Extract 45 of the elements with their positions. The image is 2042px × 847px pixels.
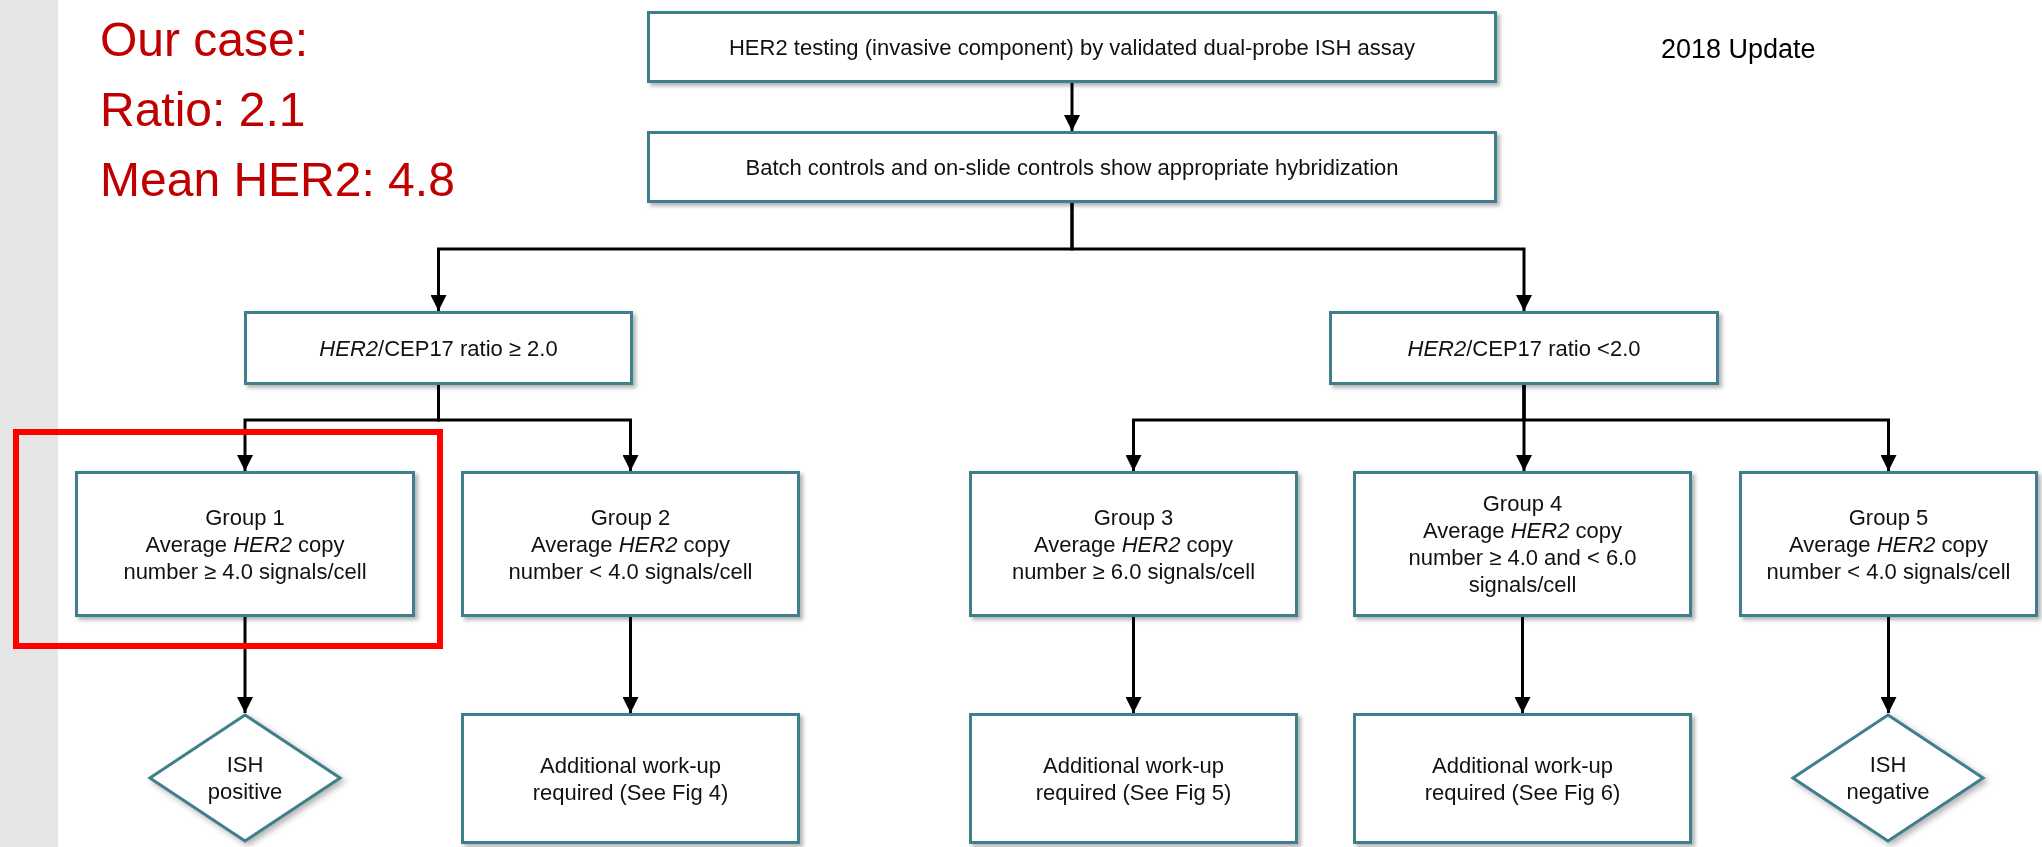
case-note: Mean HER2: 4.8 bbox=[100, 152, 455, 208]
box-text: Group 5 bbox=[1848, 503, 1929, 531]
case-note: Our case: bbox=[100, 12, 309, 68]
process-box bbox=[647, 11, 1497, 83]
box-text: Group 1 bbox=[205, 503, 285, 531]
case-note: Ratio: 2.1 bbox=[100, 82, 306, 138]
arrow bbox=[1064, 83, 1080, 131]
arrow bbox=[1070, 203, 1532, 311]
process-box bbox=[461, 713, 800, 844]
process-box bbox=[461, 471, 800, 617]
arrow bbox=[237, 617, 253, 713]
process-box bbox=[1329, 311, 1719, 385]
process-box bbox=[969, 713, 1298, 844]
box-text: Additional work-up required (See Fig 4) bbox=[531, 751, 730, 806]
arrow bbox=[1125, 617, 1142, 713]
box-text: Group 3 bbox=[1093, 503, 1174, 531]
box-text: Average HER2 copy number ≥ 6.0 signals/cell bbox=[1010, 530, 1257, 585]
process-box bbox=[1353, 713, 1692, 844]
decision-diamond bbox=[148, 713, 342, 843]
box-text: Average HER2 copy number < 4.0 signals/cell bbox=[1765, 530, 2012, 585]
process-box bbox=[1739, 471, 2038, 617]
box-text: Average HER2 copy number ≥ 4.0 and < 6.0 signals/cell bbox=[1407, 517, 1638, 598]
box-text: ISH negative bbox=[1845, 751, 1931, 805]
decision-diamond bbox=[1791, 713, 1985, 843]
process-box bbox=[969, 471, 1298, 617]
box-text: HER2/CEP17 ratio <2.0 bbox=[1407, 334, 1641, 362]
process-box bbox=[75, 471, 415, 617]
box-text: ISH positive bbox=[206, 751, 284, 805]
arrow bbox=[1522, 385, 1897, 471]
box-text: Additional work-up required (See Fig 5) bbox=[1034, 751, 1233, 806]
box-text: Group 4 bbox=[1482, 490, 1563, 517]
box-text: HER2 testing (invasive component) by validated dual-probe ISH assay bbox=[729, 33, 1415, 61]
update-note: 2018 Update bbox=[1661, 34, 1816, 65]
box-text: Average HER2 copy number < 4.0 signals/cell bbox=[507, 530, 754, 585]
process-box bbox=[244, 311, 633, 385]
box-text: Batch controls and on-slide controls show appropriate hybridization bbox=[745, 153, 1399, 181]
arrow bbox=[1514, 617, 1531, 713]
box-text: HER2/CEP17 ratio ≥ 2.0 bbox=[319, 334, 558, 362]
process-box bbox=[647, 131, 1497, 203]
process-box bbox=[1353, 471, 1692, 617]
arrow bbox=[622, 617, 639, 713]
box-text: Average HER2 copy number ≥ 4.0 signals/cell bbox=[122, 530, 368, 585]
box-text: Group 2 bbox=[590, 503, 671, 531]
arrow bbox=[1880, 617, 1897, 713]
box-text: Additional work-up required (See Fig 6) bbox=[1423, 751, 1622, 806]
